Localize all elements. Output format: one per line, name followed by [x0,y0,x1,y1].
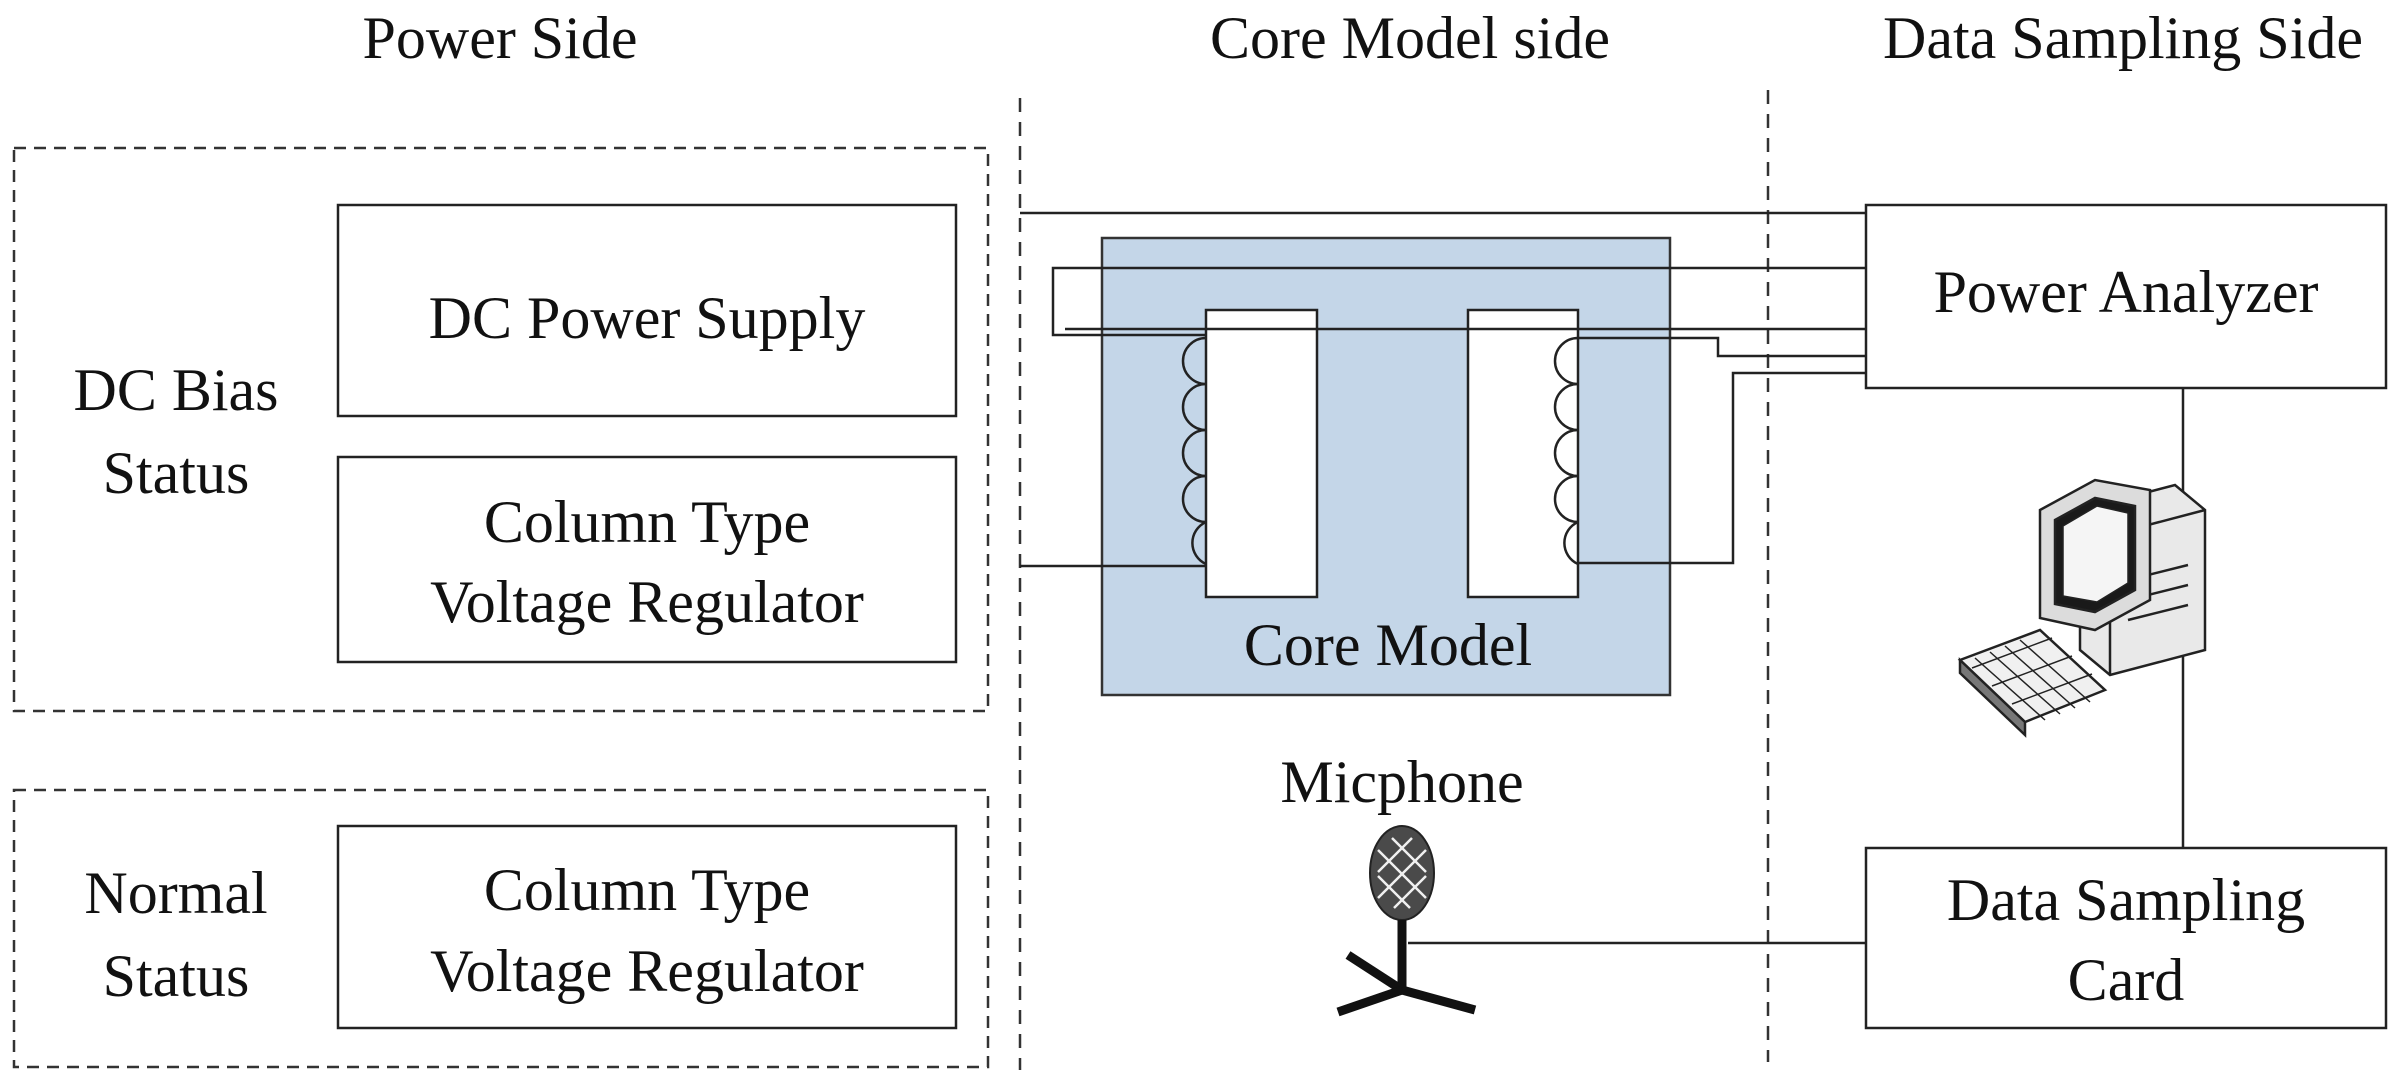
power-analyzer-label: Power Analyzer [1934,259,2319,325]
data-card-label-line1: Data Sampling [1947,867,2305,933]
core-left-limb [1204,308,1319,599]
normal-status-label: Status [103,943,250,1009]
wiring [1020,211,2185,945]
microphone-icon [1336,825,1477,1017]
data-card-label-line2: Card [2068,947,2185,1013]
microphone-label: Micphone [1280,749,1523,815]
normal-group [12,788,990,1069]
dc-bias-label: DC Bias [73,357,278,423]
coil-icon [1181,336,1207,566]
normal-label: Normal [84,860,267,926]
regulator-normal-label-line2: Voltage Regulator [430,938,864,1004]
regulator-normal-label-line1: Column Type [484,857,810,923]
regulator-dc-label-line1: Column Type [484,489,810,555]
core-side-header: Core Model side [1210,5,1610,71]
computer-icon [1957,478,2207,738]
coil-icon [1553,336,1579,566]
dc-bias-group [12,146,990,713]
power-analyzer-box [1864,203,2388,390]
dc-power-supply-box [336,203,958,418]
regulator-dc-box [336,455,958,664]
power-side-header: Power Side [363,5,638,71]
regulator-normal-box [336,824,958,1030]
data-sampling-card-box [1864,846,2388,1030]
core-model-label: Core Model [1244,612,1532,678]
data-side-header: Data Sampling Side [1883,5,2363,71]
regulator-dc-label-line2: Voltage Regulator [430,569,864,635]
dc-bias-status-label: Status [103,440,250,506]
dc-power-supply-label: DC Power Supply [429,285,866,351]
core-right-limb [1466,308,1580,599]
